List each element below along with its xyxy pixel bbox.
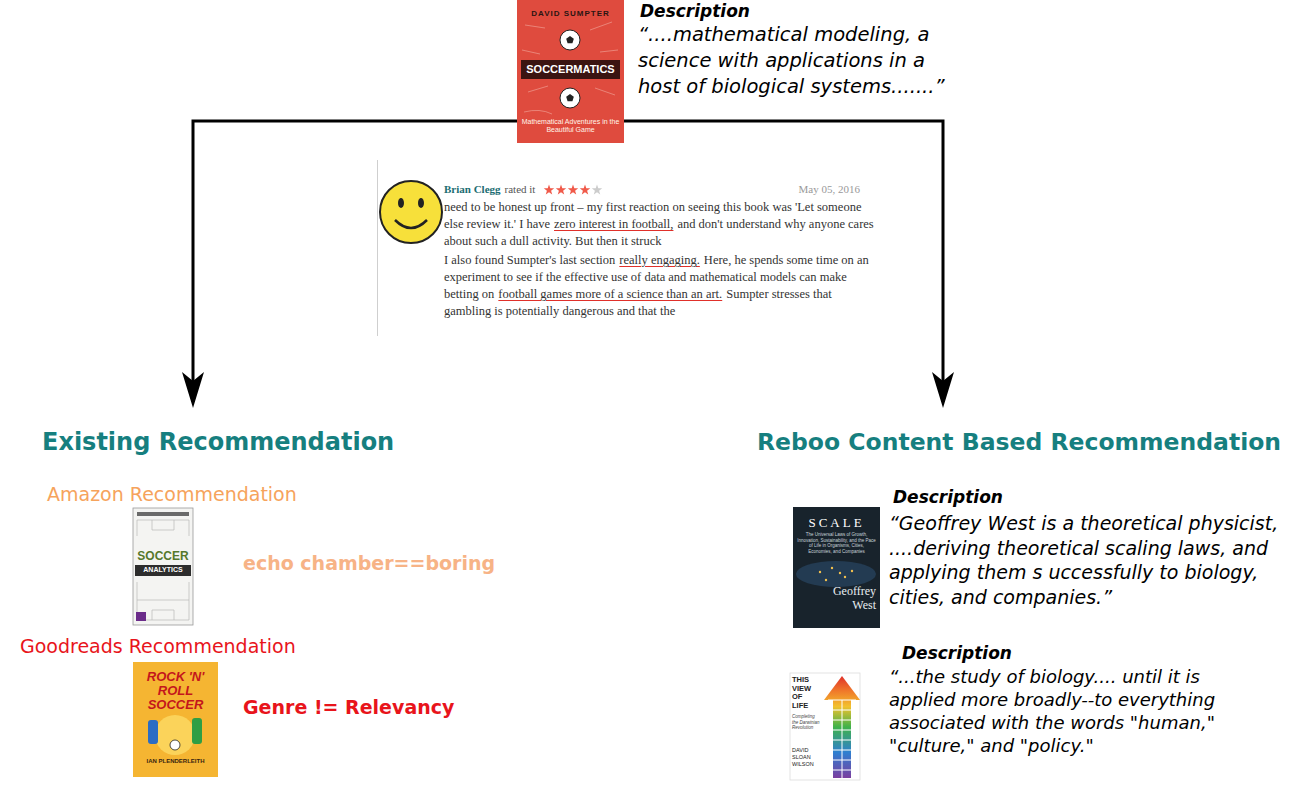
city-light bbox=[819, 571, 821, 573]
smiley-face bbox=[380, 181, 442, 243]
highlighted-text: really engaging. bbox=[619, 253, 700, 267]
star-filled bbox=[544, 185, 554, 195]
cover-subtitle: Mathematical Adventures in the Beautiful… bbox=[521, 118, 620, 134]
review-text: I also found Sumpter's last section bbox=[444, 253, 615, 267]
earth-at-night bbox=[796, 561, 876, 587]
cover-subtitle: The Universal Laws of Growth, Innovation… bbox=[797, 532, 876, 554]
star-empty bbox=[592, 185, 602, 195]
description-text: “....mathematical modeling, a science wi… bbox=[638, 22, 953, 100]
title-band bbox=[135, 565, 191, 576]
star-filled bbox=[580, 185, 590, 195]
cover-title: ANALYTICS bbox=[135, 566, 191, 574]
cover-background bbox=[133, 508, 193, 625]
cover-title: SCALE bbox=[797, 515, 876, 530]
player-figure bbox=[192, 718, 202, 744]
city-light bbox=[839, 572, 841, 574]
arrow-grid bbox=[828, 700, 856, 778]
author-strip bbox=[137, 512, 189, 516]
cover-subtitle: Completing the Darwinian Revolution bbox=[792, 714, 822, 731]
city-light bbox=[851, 570, 853, 572]
cover-title: SOCCERMATICS bbox=[521, 63, 620, 76]
label-slot: Description bbox=[640, 1, 750, 21]
heading-text: Existing Recommendation bbox=[42, 428, 394, 456]
review-card: Brian Clegg rated it May 05, 2016 need to b… bbox=[377, 160, 882, 336]
cover-author: IAN PLENDERLEITH bbox=[136, 758, 215, 765]
book-cover: DAVID SUMPTER SOCCERMATICS Mathematical Ad… bbox=[517, 0, 624, 143]
book-cover: SCALE The Universal Laws of Growth, Innov… bbox=[793, 507, 880, 628]
ball-patch bbox=[566, 36, 574, 43]
star-filled bbox=[556, 185, 566, 195]
book-cover: SOCCER ANALYTICS bbox=[133, 508, 193, 625]
label-slot: “Geoffrey West is a theoretical physicis… bbox=[889, 511, 1306, 609]
section-heading: Existing Recommendation bbox=[40, 408, 396, 458]
cover-author: DAVID SLOAN WILSON bbox=[792, 747, 822, 768]
smiley-mouth bbox=[395, 220, 427, 228]
description-text: “...the study of biology.... until it is… bbox=[889, 665, 1219, 757]
city-light bbox=[825, 579, 827, 581]
label-slot: “...the study of biology.... until it is… bbox=[889, 665, 1219, 757]
description-text: “Geoffrey West is a theoretical physicis… bbox=[889, 511, 1306, 609]
soccer-ball bbox=[170, 740, 180, 750]
book-cover-art bbox=[133, 508, 193, 625]
source-label: Goodreads Recommendation bbox=[20, 635, 296, 657]
label-slot: echo chamber==boring bbox=[243, 551, 495, 575]
soccer-ball bbox=[560, 88, 580, 108]
highlighted-text: zero interest in football, bbox=[554, 217, 673, 231]
reviewer-name: Brian Clegg bbox=[444, 182, 501, 196]
publisher-logo bbox=[136, 612, 146, 621]
rating-stars bbox=[544, 185, 602, 195]
cover-author: DAVID SUMPTER bbox=[521, 9, 620, 19]
ball-patch bbox=[566, 94, 574, 101]
label-slot: Goodreads Recommendation bbox=[20, 635, 296, 657]
book-cover-art bbox=[517, 0, 624, 143]
label-slot: “....mathematical modeling, a science wi… bbox=[638, 22, 953, 100]
soccer-ball bbox=[560, 30, 580, 50]
rating-text: rated it bbox=[505, 182, 536, 196]
city-light bbox=[831, 567, 833, 569]
book-cover-art bbox=[793, 507, 880, 628]
section-heading: Reboo Content Based Recommendation bbox=[755, 408, 1283, 458]
cover-author: Geoffrey West bbox=[821, 584, 876, 612]
cover-title: ROCK 'N' ROLL SOCCER bbox=[136, 670, 215, 712]
label-slot: Description bbox=[893, 487, 1003, 507]
verdict-label: Genre != Relevancy bbox=[243, 695, 454, 719]
smiley-eye bbox=[398, 198, 404, 208]
evolution-arrow bbox=[824, 676, 860, 778]
review-paragraph: need to be honest up front – my first re… bbox=[444, 198, 882, 249]
review-paragraph: I also found Sumpter's last section real… bbox=[444, 251, 882, 319]
highlighted-text: football games more of a science than an… bbox=[498, 287, 722, 301]
smiley-eye bbox=[418, 198, 424, 208]
label-slot: Description bbox=[902, 643, 1012, 663]
description-heading: Description bbox=[893, 487, 1003, 507]
player-figure bbox=[148, 720, 158, 744]
cover-background bbox=[133, 662, 218, 777]
description-heading: Description bbox=[640, 1, 750, 21]
cover-background bbox=[793, 507, 880, 628]
cover-title: SOCCER bbox=[135, 549, 191, 563]
cover-title: THIS VIEW OF LIFE bbox=[792, 676, 820, 710]
source-label: Amazon Recommendation bbox=[47, 483, 297, 505]
cover-background bbox=[790, 673, 860, 780]
book-cover-art bbox=[133, 662, 218, 777]
title-band bbox=[521, 60, 620, 79]
reviewer-avatar bbox=[380, 181, 442, 243]
book-cover: ROCK 'N' ROLL SOCCER IAN PLENDERLEITH bbox=[133, 662, 218, 777]
cover-background bbox=[517, 0, 624, 143]
book-cover-art bbox=[790, 673, 860, 780]
review-date: May 05, 2016 bbox=[799, 182, 860, 196]
label-slot: Genre != Relevancy bbox=[243, 695, 454, 719]
city-light bbox=[844, 576, 846, 578]
book-cover: THIS VIEW OF LIFE Completing the Darwinia… bbox=[790, 673, 860, 780]
star-filled bbox=[568, 185, 578, 195]
review-header: Brian Clegg rated it May 05, 2016 bbox=[444, 182, 880, 196]
sunburst bbox=[155, 715, 195, 755]
heading-text: Reboo Content Based Recommendation bbox=[757, 428, 1281, 456]
verdict-label: echo chamber==boring bbox=[243, 551, 495, 575]
label-slot: Amazon Recommendation bbox=[47, 483, 297, 505]
description-heading: Description bbox=[902, 643, 1012, 663]
